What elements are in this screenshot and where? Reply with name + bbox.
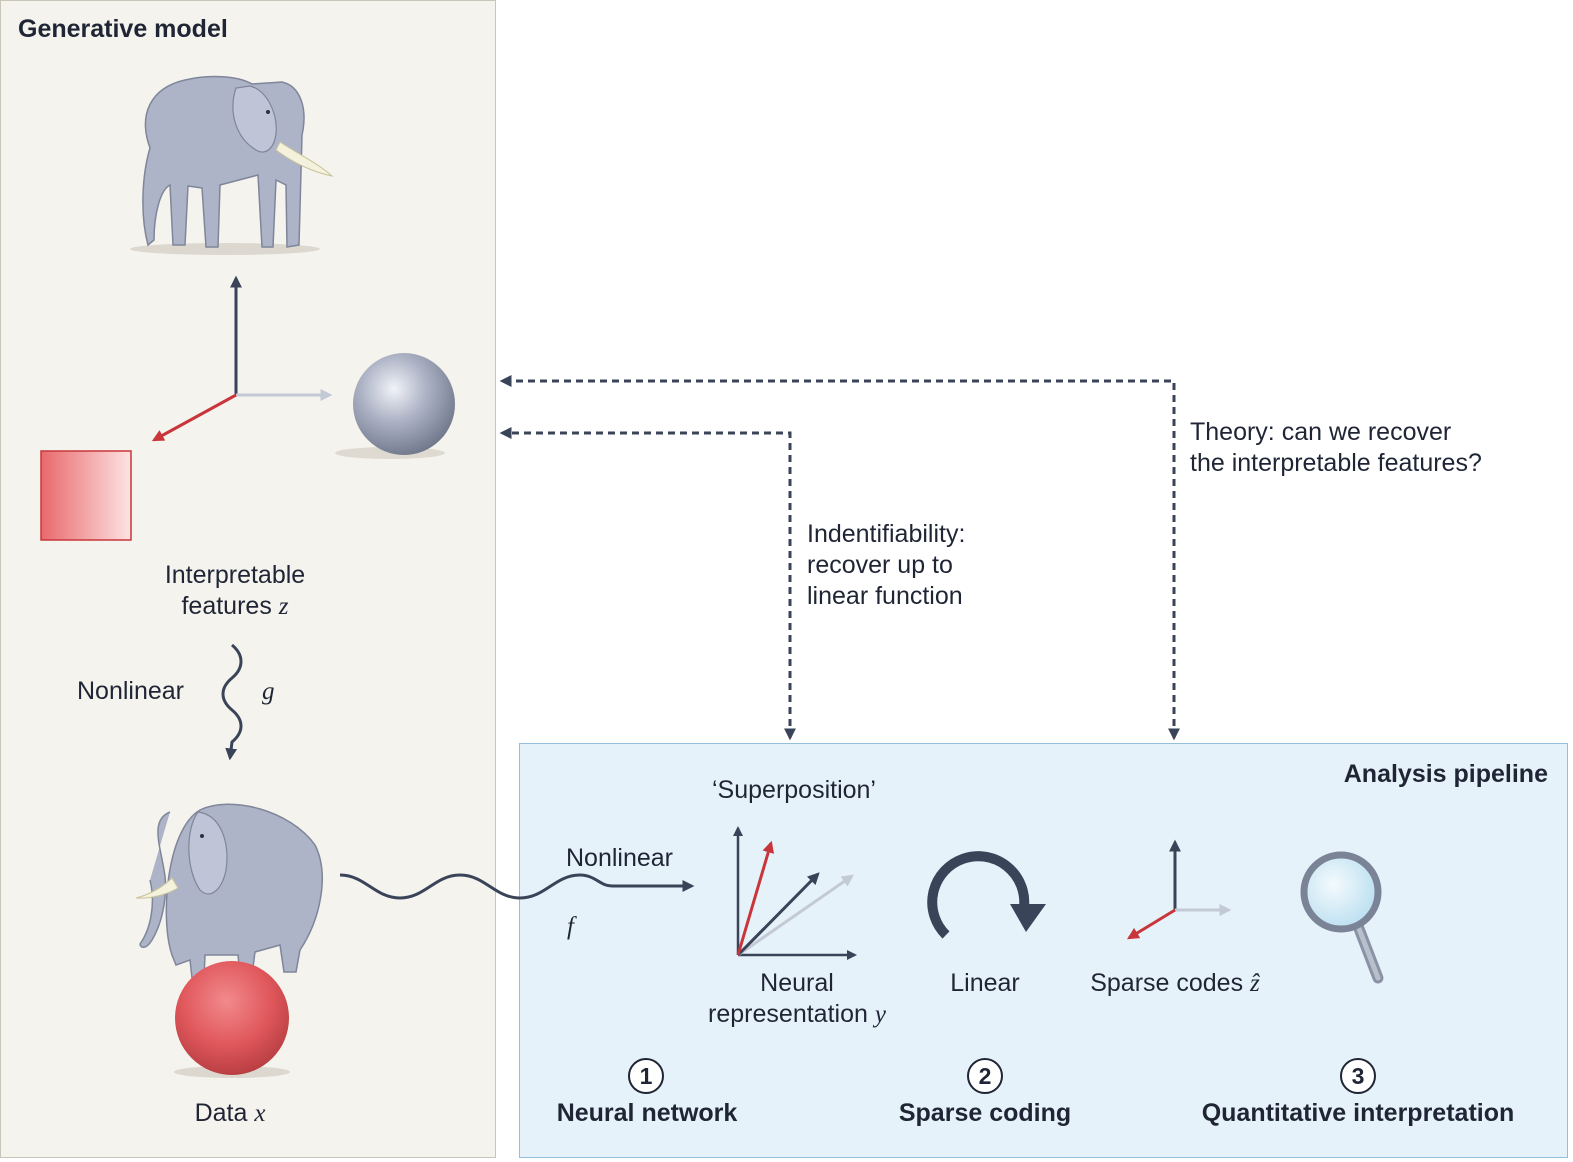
identifiability-line3: linear function (807, 582, 963, 610)
sparse-code-axes (1126, 839, 1232, 940)
data-label-text: Data (194, 1099, 248, 1127)
analysis-pipeline-panel (519, 743, 1568, 1158)
neural-rep-var: y (874, 1001, 886, 1028)
nonlinear-g-label: Nonlinear (77, 677, 185, 705)
features-label-line1: Interpretable (164, 561, 306, 589)
nonlinear-f-label: Nonlinear (566, 844, 674, 872)
g-var: g (262, 678, 275, 705)
step-3-label: Quantitative interpretation (1201, 1099, 1515, 1127)
rotation-arrow-icon (927, 851, 1046, 939)
neural-rep-line1: Neural (760, 969, 834, 997)
grey-sphere-icon (335, 353, 455, 459)
f-var: f (567, 913, 574, 940)
neural-representation-label: Neural representation y (677, 968, 917, 1030)
identifiability-link (499, 427, 796, 741)
linear-label: Linear (950, 969, 1020, 997)
superposition-label: ‘Superposition’ (712, 776, 876, 804)
magnifying-glass-icon (1300, 851, 1384, 984)
step-3-badge: 3 (1340, 1058, 1376, 1094)
superposition-axes (733, 826, 857, 960)
theory-line2: the interpretable features? (1190, 449, 1482, 477)
step-1-badge: 1 (628, 1058, 664, 1094)
identifiability-label: Indentifiability: recover up to linear f… (807, 519, 965, 612)
analysis-pipeline-title: Analysis pipeline (1343, 760, 1548, 788)
sparse-codes-var: ẑ (1250, 970, 1260, 997)
theory-link (499, 375, 1180, 741)
identifiability-line1: Indentifiability: (807, 520, 966, 548)
data-var: x (254, 1100, 266, 1127)
data-label: Data x (140, 1098, 320, 1129)
red-square-icon (40, 450, 132, 541)
elephant-on-ball-icon (135, 803, 323, 1078)
features-var: z (278, 593, 289, 620)
elephant-standing-icon (130, 75, 334, 255)
theory-label: Theory: can we recover the interpretable… (1190, 417, 1482, 479)
step-2-badge: 2 (967, 1058, 1003, 1094)
sparse-codes-text: Sparse codes (1090, 969, 1244, 997)
nonlinear-g-wave (221, 643, 243, 761)
generative-model-title: Generative model (18, 15, 228, 43)
step-2-label: Sparse coding (898, 1099, 1072, 1127)
features-label: Interpretable features z (115, 560, 355, 622)
features-label-line2: features (181, 592, 272, 620)
neural-rep-line2: representation (708, 1000, 868, 1028)
feature-axes (151, 275, 333, 442)
nonlinear-f-wave (339, 873, 695, 900)
sparse-codes-label: Sparse codes ẑ (1070, 968, 1280, 999)
identifiability-line2: recover up to (807, 551, 953, 579)
theory-line1: Theory: can we recover (1190, 418, 1452, 446)
step-1-label: Neural network (556, 1099, 738, 1127)
